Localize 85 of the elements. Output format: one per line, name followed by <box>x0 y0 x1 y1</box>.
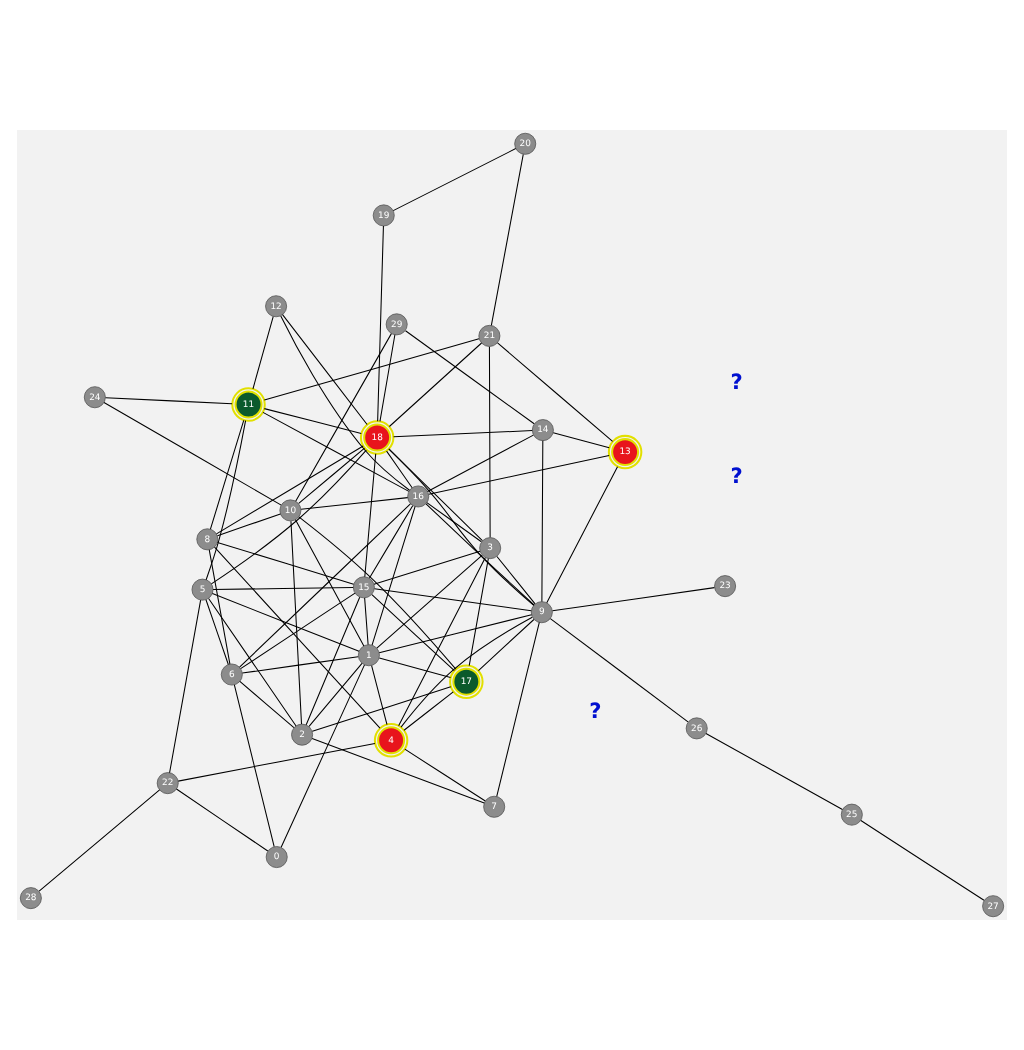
connector <box>371 506 416 646</box>
connector <box>400 616 533 728</box>
connector <box>103 402 282 506</box>
connector <box>298 516 457 670</box>
connector <box>392 148 517 212</box>
connector <box>379 334 396 422</box>
connector <box>541 440 544 603</box>
label: ? <box>730 370 743 395</box>
connector <box>233 684 275 848</box>
connector <box>549 618 689 723</box>
connector <box>405 330 535 425</box>
connector <box>205 599 229 665</box>
connector <box>376 554 483 649</box>
connector <box>208 598 297 727</box>
connector <box>216 541 355 585</box>
connector <box>496 621 540 797</box>
connector <box>551 587 715 612</box>
connector <box>205 420 247 581</box>
connector <box>280 664 365 848</box>
connector <box>209 419 245 530</box>
connector <box>477 618 535 672</box>
connector <box>239 503 411 668</box>
connector <box>263 408 362 435</box>
connector <box>305 596 361 726</box>
connector <box>252 316 274 390</box>
connector <box>552 432 610 449</box>
connector <box>217 513 281 537</box>
connector <box>468 558 489 667</box>
connector <box>169 599 202 774</box>
connector <box>388 448 535 606</box>
connector <box>364 453 377 578</box>
connector <box>378 657 452 678</box>
connector <box>425 503 535 606</box>
connector <box>105 397 233 405</box>
connector <box>294 519 365 647</box>
connector <box>177 742 376 782</box>
connector <box>377 225 384 422</box>
connector <box>211 593 360 652</box>
connector <box>378 614 533 654</box>
label: ? <box>730 464 743 489</box>
connector <box>295 333 392 502</box>
connector <box>240 592 356 670</box>
connector <box>427 434 534 492</box>
connector <box>705 733 843 810</box>
connector <box>300 497 409 510</box>
connector <box>403 691 454 731</box>
connector <box>488 346 491 538</box>
connector <box>280 315 411 491</box>
connector <box>210 449 367 585</box>
connector <box>241 656 359 674</box>
connector <box>212 586 354 591</box>
connector <box>215 445 364 535</box>
connector <box>38 789 161 892</box>
connector <box>860 820 985 901</box>
connector <box>364 597 369 646</box>
connector <box>371 665 388 726</box>
connector <box>282 314 368 426</box>
connector <box>239 680 295 729</box>
connector <box>208 549 231 665</box>
connector <box>496 555 536 605</box>
connector <box>373 550 481 585</box>
connector <box>308 662 363 727</box>
connector <box>311 686 452 732</box>
connector <box>371 594 455 672</box>
connector <box>311 737 485 804</box>
connector <box>393 430 533 438</box>
connector <box>388 448 483 542</box>
connector <box>386 450 413 489</box>
connector <box>214 546 381 729</box>
connector <box>497 342 614 442</box>
connector <box>263 338 480 401</box>
label: ? <box>589 700 602 725</box>
connector <box>175 788 269 852</box>
connector <box>388 342 483 428</box>
connector <box>290 520 303 725</box>
connector <box>426 502 482 543</box>
connector <box>298 447 366 504</box>
connector <box>373 588 532 612</box>
connector <box>404 748 486 802</box>
connector <box>428 455 610 495</box>
connector <box>490 153 524 326</box>
connector <box>262 411 410 492</box>
connector <box>546 466 619 604</box>
connector <box>398 557 486 727</box>
connector <box>368 505 414 579</box>
